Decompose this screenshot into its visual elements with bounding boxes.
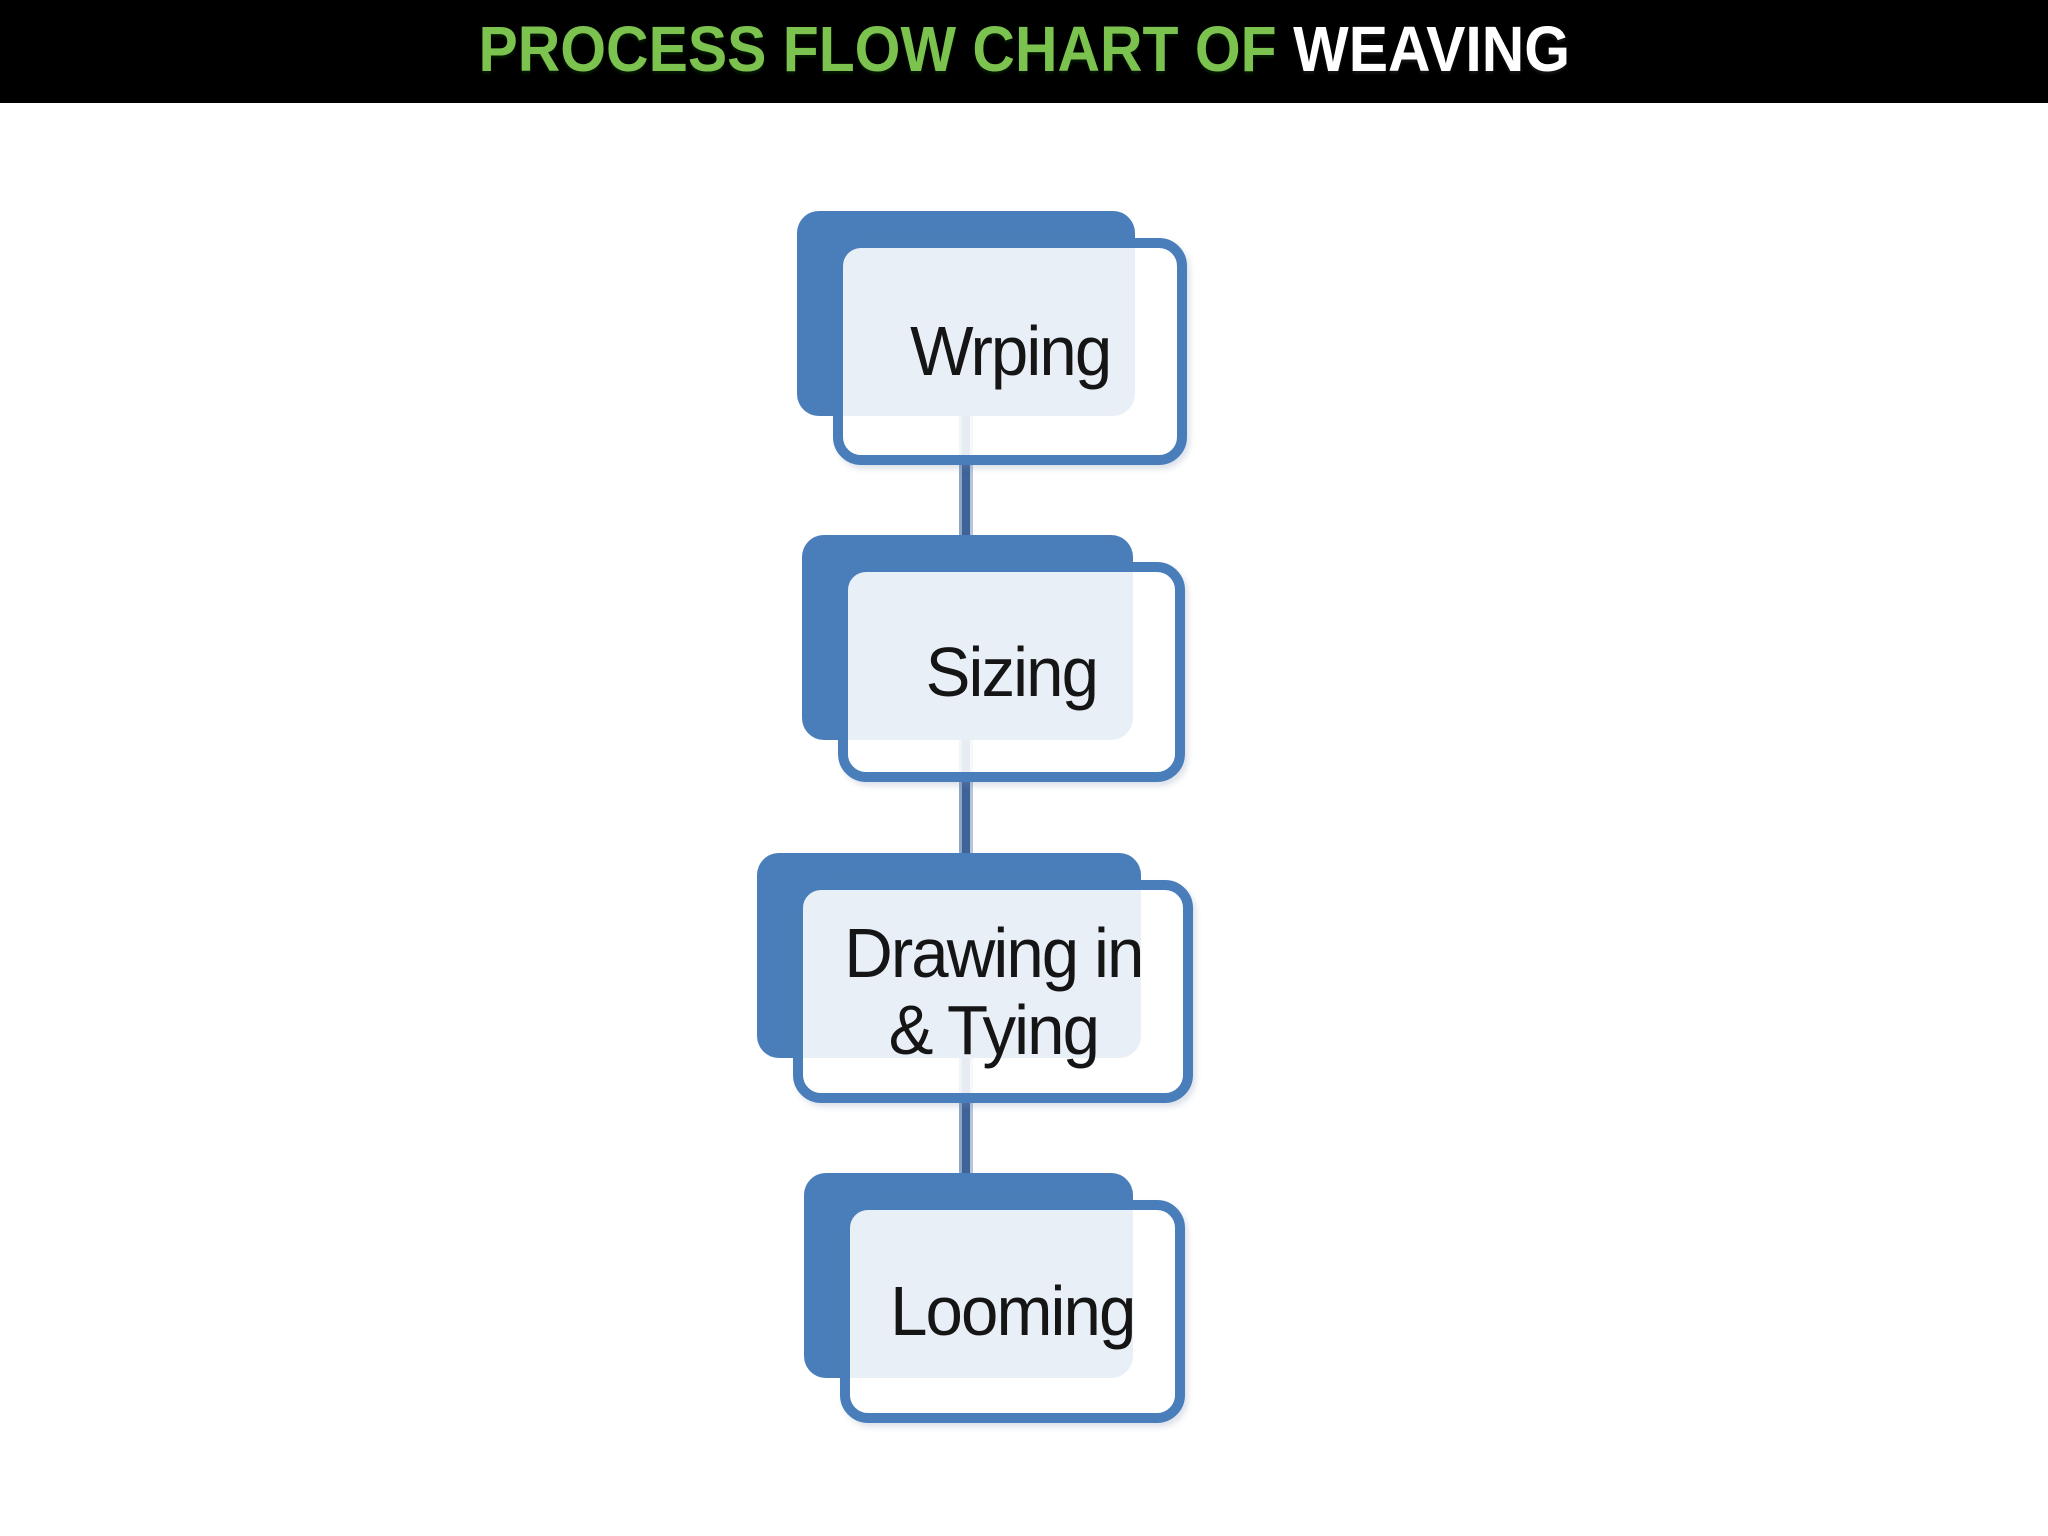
process-node-drawing-tying: Drawing in & Tying <box>757 853 1193 1103</box>
node-front-panel <box>833 238 1187 465</box>
process-node-looming: Looming <box>804 1173 1185 1423</box>
node-front-panel <box>793 880 1193 1103</box>
node-label: Looming <box>890 1272 1136 1350</box>
process-node-sizing: Sizing <box>802 535 1185 782</box>
title-rest-text: WEAVING <box>1292 12 1570 85</box>
node-label: Wrping <box>909 312 1112 390</box>
node-label: Sizing <box>925 632 1099 711</box>
process-node-warping: Wrping <box>797 211 1187 465</box>
title-highlight-text: PROCESS FLOW CHART OF <box>478 12 1277 85</box>
flow-connector-line <box>959 330 973 1250</box>
node-front-panel <box>838 562 1185 782</box>
node-front-panel <box>840 1200 1185 1423</box>
node-label: Drawing in & Tying <box>843 913 1144 1069</box>
